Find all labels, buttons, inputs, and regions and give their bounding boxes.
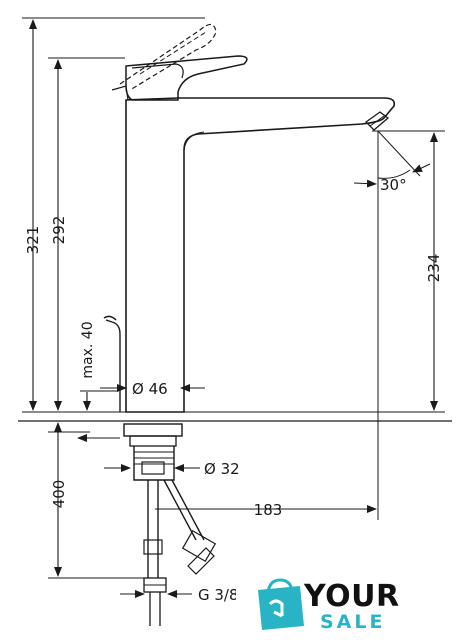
hose-angled-fitting [181,530,217,562]
aerator [364,111,390,131]
connector-tail [149,592,161,626]
brand-line-2: SALE [320,611,385,633]
drain-rod [105,319,121,412]
angle-arrow-left [353,179,377,188]
hose-straight [147,480,159,578]
dim-max40: max. 40 [80,321,96,378]
lever-detail [131,63,184,79]
shank-nut [141,461,165,475]
threaded-shank [133,446,175,481]
brand-line-1: YOUR [303,579,400,614]
angle-arc [377,169,411,179]
drain-rod-knob [103,315,117,321]
hose-straight-fitting [143,539,163,555]
brand-logo: YOUR SALE [236,578,466,640]
dim-angle: 30° [380,176,407,194]
dim-234: 234 [425,254,443,283]
lever-raised-outline [119,23,217,91]
dim-d46: Ø 46 [132,380,168,398]
aerator-line [369,115,385,127]
hose-angled [163,479,205,541]
dim-400: 400 [50,480,68,509]
dim-d32: Ø 32 [204,460,240,478]
dim-321: 321 [24,226,42,255]
lever-raised-inner [139,31,207,75]
dim-g38: G 3/8 [198,586,239,604]
angle-ray [377,130,421,177]
hose-angled-nut [187,547,215,575]
dim-183: 183 [254,501,283,519]
faucet-body [125,97,396,413]
shopping-bag-icon [258,578,304,630]
cartridge-cap [111,85,129,101]
angle-arrow-right [412,163,431,173]
mounting-nut [123,423,183,437]
dim-292: 292 [50,216,68,245]
spout-inner-line [183,131,205,151]
lever [125,55,248,101]
mounting-washer [129,435,177,447]
